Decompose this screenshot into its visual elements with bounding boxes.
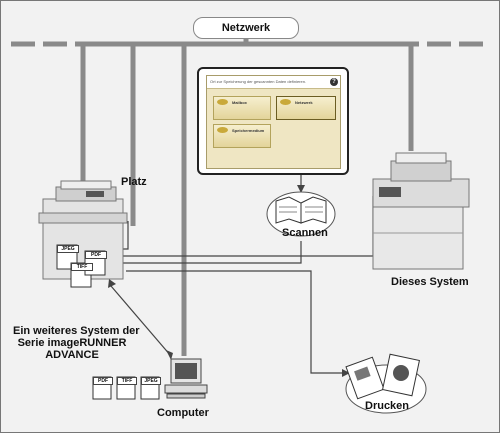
computer-file-pdf: PDF <box>93 377 113 385</box>
network-label: Netzwerk <box>193 17 299 39</box>
panel-screen: Ort zur Speicherung der gescannten Daten… <box>206 75 341 169</box>
flow-arrows <box>110 145 374 374</box>
option-speichermedium[interactable]: Speichermedium <box>213 124 271 148</box>
computer-file-tiff: TIFF <box>117 377 137 385</box>
arrowhead-other-system <box>108 279 116 288</box>
label-weiteres-system-line1: Ein weiteres System der <box>13 325 140 337</box>
label-weiteres-system-line2: Serie imageRUNNER <box>17 337 127 349</box>
computer-file-jpeg: JPEG <box>141 377 161 385</box>
storage-location-panel: Ort zur Speicherung der gescannten Daten… <box>197 67 349 175</box>
label-drucken: Drucken <box>365 400 410 412</box>
option-netzwerk-label: Netzwerk <box>295 100 313 105</box>
network-option-icon <box>280 99 291 105</box>
this-system-printer-icon <box>372 152 470 270</box>
label-weiteres-system-line3: ADVANCE <box>45 349 99 361</box>
label-computer: Computer <box>157 407 209 419</box>
label-weiteres-system: Ein weiteres System der Serie imageRUNNE… <box>13 325 140 361</box>
computer-icon <box>164 358 208 399</box>
storage-media-icon <box>217 127 228 133</box>
mailbox-icon <box>217 99 228 105</box>
file-badge-jpeg: JPEG <box>57 245 79 253</box>
option-speichermedium-label: Speichermedium <box>232 128 265 133</box>
arrow-scan-to-place <box>121 241 302 264</box>
arrowhead-print <box>342 369 350 377</box>
arrow-to-computer <box>110 285 172 357</box>
arrowhead-computer <box>166 350 173 360</box>
arrow-system-to-place <box>121 196 374 257</box>
help-icon[interactable]: ? <box>330 78 338 86</box>
option-mailbox-label: Mailbox <box>232 100 247 105</box>
option-netzwerk[interactable]: Netzwerk <box>276 96 336 120</box>
file-badge-pdf: PDF <box>85 251 107 259</box>
option-mailbox[interactable]: Mailbox <box>213 96 271 120</box>
arrow-to-print <box>126 270 346 374</box>
scan-documents-icon <box>266 191 336 237</box>
label-platz: Platz <box>121 176 147 188</box>
file-badge-tiff: TIFF <box>71 263 93 271</box>
panel-header: Ort zur Speicherung der gescannten Daten… <box>207 76 340 89</box>
label-dieses-system: Dieses System <box>391 276 469 288</box>
panel-header-text: Ort zur Speicherung der gescannten Daten… <box>210 79 307 84</box>
print-output-icon <box>345 353 427 414</box>
label-scannen: Scannen <box>282 227 328 239</box>
arrowhead-scan <box>297 185 305 193</box>
